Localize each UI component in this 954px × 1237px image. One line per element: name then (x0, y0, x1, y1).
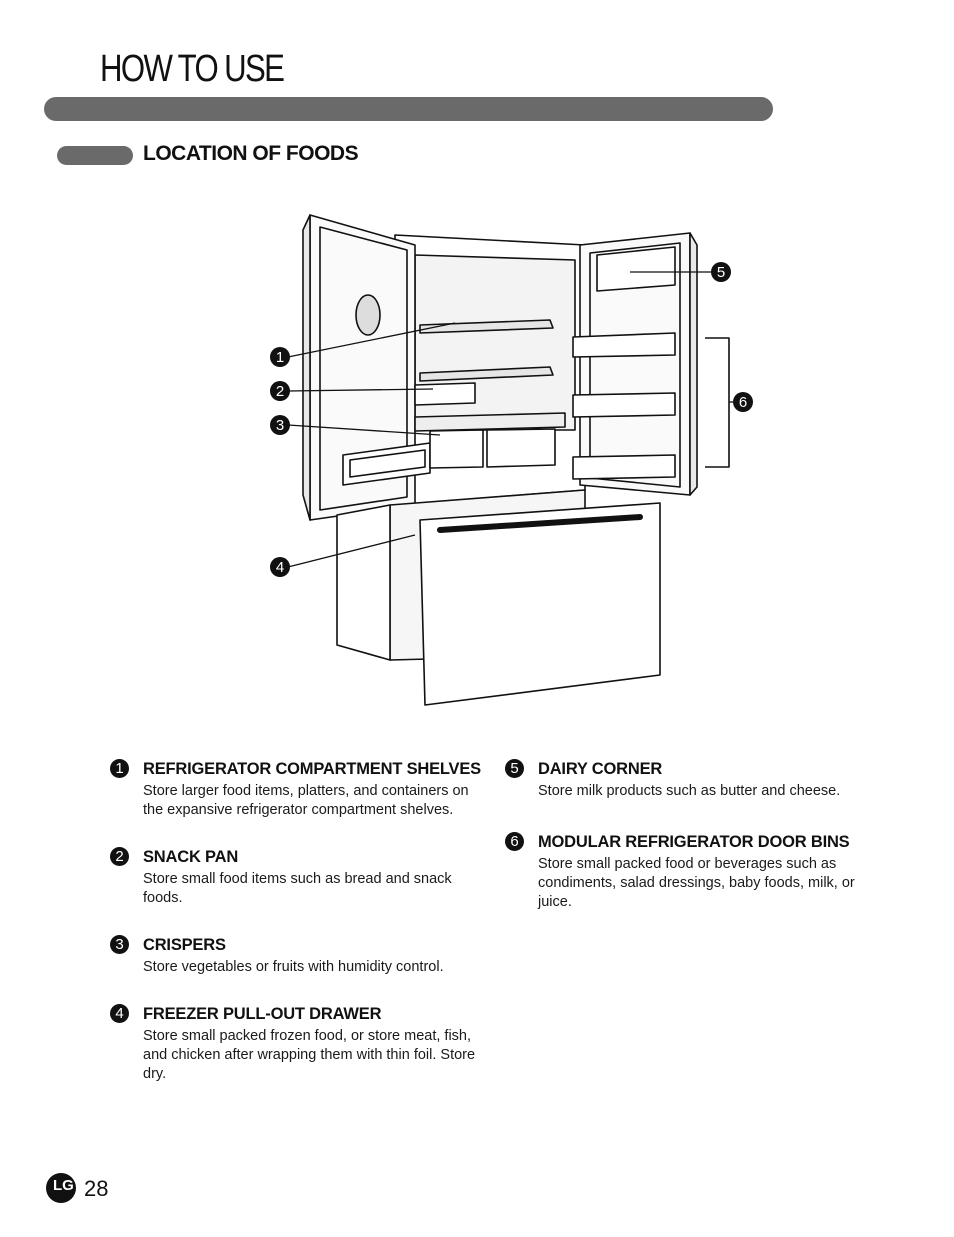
callout-3-marker: 3 (270, 415, 290, 435)
list-item: 3 CRISPERS Store vegetables or fruits wi… (110, 934, 485, 977)
item-heading: MODULAR REFRIGERATOR DOOR BINS (538, 833, 850, 851)
item-number-badge: 3 (110, 935, 129, 954)
item-heading: CRISPERS (143, 936, 226, 954)
refrigerator-diagram: 1 2 3 4 5 6 (270, 214, 753, 706)
lg-logo-icon: LG (46, 1173, 76, 1203)
page-title: HOW TO USE (100, 48, 285, 90)
item-heading: REFRIGERATOR COMPARTMENT SHELVES (143, 760, 481, 778)
callout-5-label: 5 (717, 264, 725, 281)
callout-4-marker: 4 (270, 557, 290, 577)
items-column-right: 5 DAIRY CORNER Store milk products such … (505, 758, 885, 912)
section-marker (57, 146, 133, 165)
list-item: 2 SNACK PAN Store small food items such … (110, 846, 485, 908)
page-number: 28 (84, 1176, 109, 1201)
callout-1-marker: 1 (270, 347, 290, 367)
item-description: Store small packed frozen food, or store… (143, 1028, 476, 1082)
item-heading: DAIRY CORNER (538, 760, 663, 778)
list-item: 5 DAIRY CORNER Store milk products such … (505, 758, 885, 801)
callout-4-label: 4 (276, 559, 284, 576)
list-item: 1 REFRIGERATOR COMPARTMENT SHELVES Store… (110, 758, 485, 820)
list-item: 4 FREEZER PULL-OUT DRAWER Store small pa… (110, 1003, 485, 1084)
items-column-left: 1 REFRIGERATOR COMPARTMENT SHELVES Store… (110, 758, 485, 1084)
item-heading: FREEZER PULL-OUT DRAWER (143, 1005, 382, 1023)
section-heading: LOCATION OF FOODS (143, 142, 359, 165)
item-number-badge: 2 (110, 847, 129, 866)
callout-2-label: 2 (276, 383, 284, 400)
item-description: Store larger food items, platters, and c… (143, 783, 469, 818)
callout-6-label: 6 (739, 394, 747, 411)
item-number-badge: 1 (110, 759, 129, 778)
callout-3-label: 3 (276, 417, 284, 434)
title-divider-bar (44, 97, 773, 121)
item-description: Store small food items such as bread and… (143, 871, 452, 906)
callout-5-marker: 5 (711, 262, 731, 282)
callout-6-marker: 6 (733, 392, 753, 412)
item-number-badge: 5 (505, 759, 524, 778)
callout-1-label: 1 (276, 349, 284, 366)
list-item: 6 MODULAR REFRIGERATOR DOOR BINS Store s… (505, 831, 885, 912)
logo-text: LG (53, 1177, 74, 1194)
item-description: Store milk products such as butter and c… (538, 783, 841, 799)
item-heading: SNACK PAN (143, 848, 239, 866)
item-description: Store small packed food or beverages suc… (538, 856, 855, 910)
item-number-badge: 4 (110, 1004, 129, 1023)
item-description: Store vegetables or fruits with humidity… (143, 959, 444, 975)
item-number-badge: 6 (505, 832, 524, 851)
callout-2-marker: 2 (270, 381, 290, 401)
